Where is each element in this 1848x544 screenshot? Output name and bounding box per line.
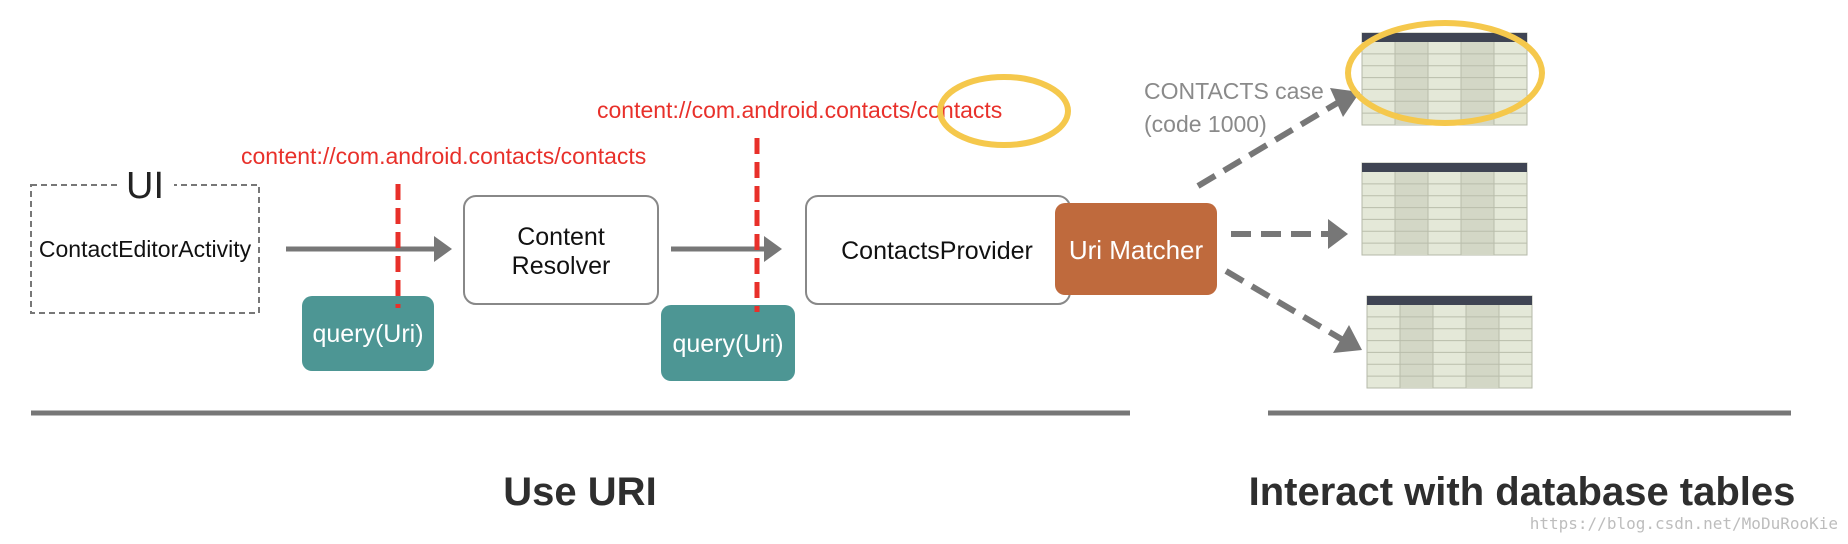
match-code-label: (code 1000) [1144,111,1267,137]
query-badge-1 [302,296,434,371]
match-case-label: CONTACTS case [1144,78,1324,104]
query-label-2: query(Uri) [672,330,783,358]
table-icon-2 [1361,162,1528,256]
content-resolver-label-2: Resolver [512,252,611,280]
database-tables [1361,32,1533,389]
arrow-to-table-1 [1196,99,1341,189]
section-title-right: Interact with database tables [1249,470,1796,514]
arrow-to-table-3 [1224,268,1345,343]
table-icon-1 [1361,32,1528,126]
table-header [1362,163,1527,172]
table-column-shade [1395,163,1428,255]
activity-label: ContactEditorActivity [39,236,252,262]
arrowhead-ui-to-resolver [434,236,452,262]
arrowhead-to-table-3 [1333,325,1362,353]
table-icon-3 [1366,295,1533,389]
table-header [1362,33,1527,42]
uri-path-highlight-ellipse [937,74,1071,148]
uri-label-1: content://com.android.contacts/contacts [241,143,646,169]
content-resolver-box [463,195,659,305]
query-label-1: query(Uri) [312,320,423,348]
query-badge-2 [661,305,795,381]
ui-label-bg [118,168,174,198]
uri-label-2: content://com.android.contacts/contacts [597,97,1002,123]
arrowhead-to-table-2 [1328,219,1348,249]
contacts-provider-label: ContactsProvider [841,237,1033,265]
table-column-shade [1466,296,1499,388]
table-body [1361,162,1528,256]
section-title-left: Use URI [503,470,656,514]
table-header [1367,296,1532,305]
table-column-shade [1461,33,1494,125]
watermark: https://blog.csdn.net/MoDuRooKie [1530,514,1838,533]
table-body [1361,32,1528,126]
uri-label-2-suffix: /contacts [910,97,1002,123]
uri-matcher-label: Uri Matcher [1069,235,1204,265]
uri-label-2-prefix: content://com.android.contacts [597,97,910,123]
arrowhead-to-table-1 [1330,88,1360,117]
table-column-shade [1395,33,1428,125]
arrowhead-resolver-to-provider [764,236,782,262]
table-column-shade [1461,163,1494,255]
table-highlight-ellipse [1345,20,1545,126]
ui-label: UI [126,165,164,207]
content-resolver-label-1: Content [517,223,605,251]
table-column-shade [1400,296,1433,388]
table-body [1366,295,1533,389]
uri-matcher-box [1055,203,1217,295]
